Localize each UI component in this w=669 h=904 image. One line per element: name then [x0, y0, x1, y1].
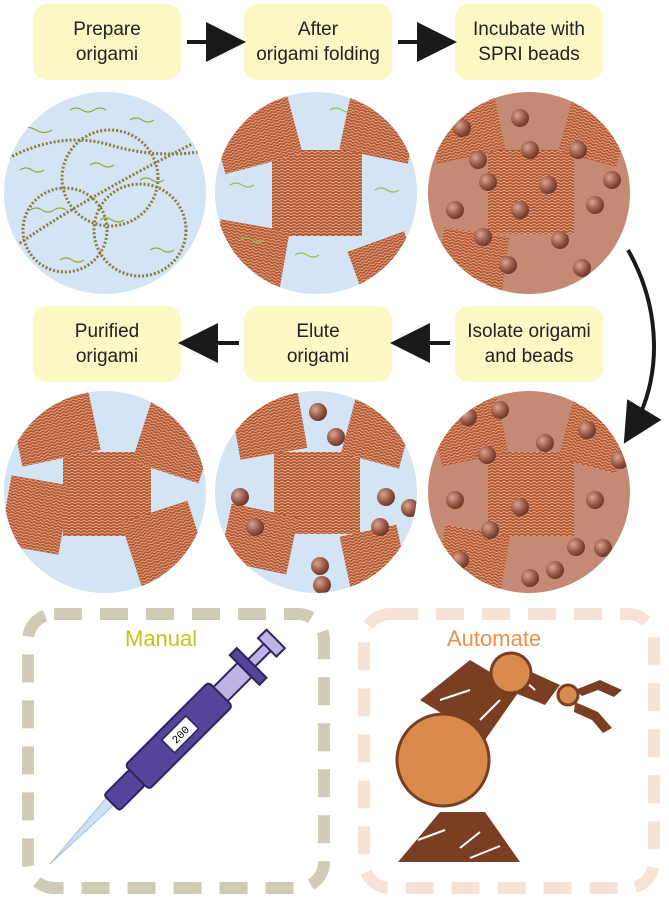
circle-prepare [4, 92, 206, 294]
step-purified-line2: origami [75, 346, 139, 367]
step-after-folding: After origami folding [244, 4, 392, 80]
step-incubate-line2: SPRI beads [478, 44, 580, 65]
manual-frame [22, 608, 330, 894]
step-purified: Purified origami [33, 306, 181, 382]
step-prepare-origami: Prepare origami [33, 4, 181, 80]
arrow-incubate-to-isolate [623, 249, 662, 444]
manual-label: Manual [125, 626, 198, 651]
step-isolate-line1: Isolate origami [467, 321, 591, 342]
step-purified-line1: Purified [74, 321, 140, 342]
circle-incubate [428, 92, 630, 294]
step-prepare-line2: origami [75, 44, 139, 65]
step-isolate-line2: and beads [484, 346, 574, 367]
automate-label: Automate [447, 626, 542, 651]
step-after-line2: origami folding [256, 44, 380, 65]
pipette-icon: 200 [49, 628, 287, 865]
circle-after-folding [215, 92, 417, 294]
step-after-line1: After [297, 19, 339, 40]
circle-purified [4, 391, 206, 593]
circle-elute [215, 391, 417, 593]
circle-isolate [428, 391, 630, 593]
step-isolate: Isolate origami and beads [455, 306, 603, 382]
automate-frame [358, 608, 660, 894]
step-elute-line2: origami [286, 346, 350, 367]
robot-arm-icon [395, 651, 622, 862]
step-incubate-line1: Incubate with [473, 19, 585, 40]
step-elute: Elute origami [244, 306, 392, 382]
step-elute-line1: Elute [296, 321, 340, 342]
step-prepare-line1: Prepare [73, 19, 141, 40]
